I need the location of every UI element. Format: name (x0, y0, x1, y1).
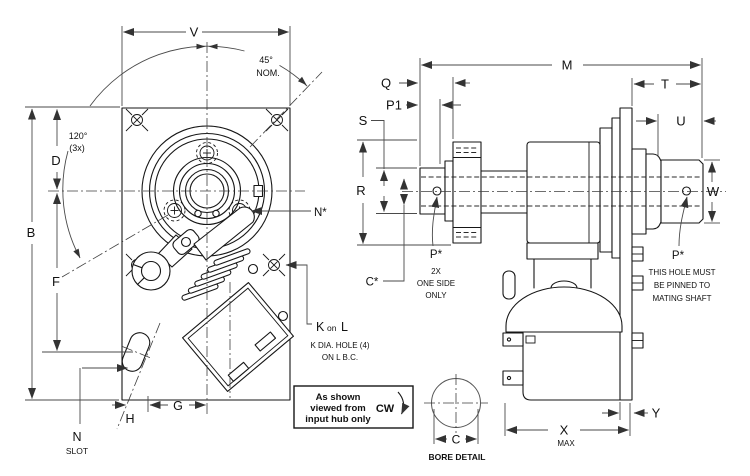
p-star-output-note-2: BE PINNED TO (654, 281, 710, 290)
callout-k-on-l: K on L K DIA. HOLE (4) ON L B.C. (285, 261, 370, 362)
n-star-label: N* (314, 207, 327, 219)
housing-step-2 (611, 117, 621, 259)
plate-tabs (631, 246, 644, 349)
dim-t: T (631, 77, 701, 106)
centerlines-front (48, 42, 323, 430)
dim-q-label: Q (381, 76, 391, 91)
dim-q: Q (381, 76, 470, 139)
dim-d-label: D (51, 153, 60, 168)
angle-dimension-arc (62, 43, 308, 259)
cw-rotation-arrow (397, 391, 410, 415)
callout-p-star-input: P* 2X ONE SIDE ONLY (417, 196, 455, 300)
output-pin-hole (681, 186, 692, 196)
lever-mechanism (131, 206, 255, 291)
mounting-plate-edge (619, 107, 633, 401)
dim-g: G (147, 396, 206, 413)
dim-v: V (121, 25, 291, 106)
k-note-1: K DIA. HOLE (4) (310, 341, 369, 350)
centerlines-side (402, 176, 726, 207)
angle-45-label: 45° (259, 55, 273, 65)
view-note-line-2: viewed from (310, 403, 365, 414)
housing-step-1 (599, 127, 613, 253)
dim-x-label: X (560, 423, 569, 438)
motor-dome (505, 286, 623, 332)
dim-m: M (419, 58, 703, 166)
p-star-input-note-2: ONE SIDE (417, 279, 455, 288)
p-star-output-label: P* (672, 250, 685, 262)
p-star-output-note-3: MATING SHAFT (653, 294, 712, 303)
dim-p1: P1 (386, 98, 461, 164)
k-hole-1 (247, 263, 259, 275)
dim-x: X MAX (504, 403, 631, 448)
l-label: L (341, 320, 348, 334)
dim-h: H (112, 401, 135, 426)
p-star-input-note-1: 2X (431, 267, 441, 276)
dim-y: Y (602, 402, 661, 421)
view-note-line-3: input hub only (305, 414, 371, 425)
dim-r-label: R (356, 183, 365, 198)
dim-m-label: M (562, 58, 573, 73)
dim-x-max-label: MAX (557, 439, 575, 448)
motor-body (522, 331, 621, 401)
view-note-line-1: As shown (316, 392, 361, 403)
bore-c-label: C (452, 433, 461, 447)
dim-y-label: Y (652, 406, 661, 421)
dim-g-label: G (173, 399, 183, 413)
dim-p1-label: P1 (386, 98, 402, 113)
gear-housing (419, 141, 601, 244)
input-pin-hole (432, 186, 442, 196)
motor-top-bump (550, 280, 578, 289)
side-view: M Q P1 S R (356, 58, 726, 448)
spring-stack (181, 248, 251, 301)
p-star-input-note-3: ONLY (425, 291, 447, 300)
spade-terminal-1 (502, 332, 524, 347)
bore-detail: C BORE DETAIL (424, 374, 488, 462)
view-note-box: As shown viewed from input hub only CW (293, 385, 414, 429)
dim-v-label: V (190, 25, 199, 40)
bore-detail-caption: BORE DETAIL (429, 452, 486, 462)
dim-s-label: S (359, 113, 368, 128)
n-label: N (72, 430, 81, 444)
terminal-box (182, 281, 294, 393)
k-label: K (316, 320, 325, 334)
spade-terminal-2 (502, 370, 524, 386)
k-on-label: on (327, 323, 337, 333)
dim-h-label: H (125, 412, 134, 426)
p-star-input-label: P* (430, 249, 443, 261)
p-star-output-note-1: THIS HOLE MUST (648, 268, 715, 277)
line-210-deg (61, 214, 169, 278)
angle-45-nom: NOM. (256, 68, 280, 78)
motor-tab (502, 270, 516, 300)
dim-f-label: F (52, 274, 60, 289)
dim-w: W (704, 159, 720, 224)
dim-w-label: W (707, 184, 720, 199)
dim-u-label: U (676, 114, 685, 129)
slot-label: SLOT (66, 446, 88, 456)
dim-f: F (42, 193, 133, 353)
n-slot (121, 332, 151, 372)
dim-b-label: B (27, 225, 36, 240)
callout-p-star-output: P* THIS HOLE MUST BE PINNED TO MATING SH… (648, 196, 716, 303)
c-star-label: C* (366, 277, 379, 289)
angle-120-qty: (3x) (69, 143, 85, 153)
dim-b: B (25, 106, 120, 401)
motor-assembly (502, 242, 623, 401)
cw-label: CW (376, 403, 395, 415)
line-45-deg (249, 71, 323, 148)
dim-u: U (636, 114, 716, 157)
dim-s: S (359, 113, 417, 214)
front-view: V B D F 45° NOM. 120° (3x) N* (25, 25, 370, 456)
dim-t-label: T (661, 77, 669, 92)
k-hole-2 (277, 310, 289, 322)
k-note-2: ON L B.C. (322, 353, 358, 362)
dim-d: D (51, 109, 61, 190)
callout-c-star: C* (366, 178, 408, 289)
angle-120-label: 120° (69, 131, 88, 141)
callout-n-star: N* (251, 207, 327, 219)
callout-n-slot: N SLOT (66, 364, 128, 456)
slot-axis (116, 322, 161, 430)
